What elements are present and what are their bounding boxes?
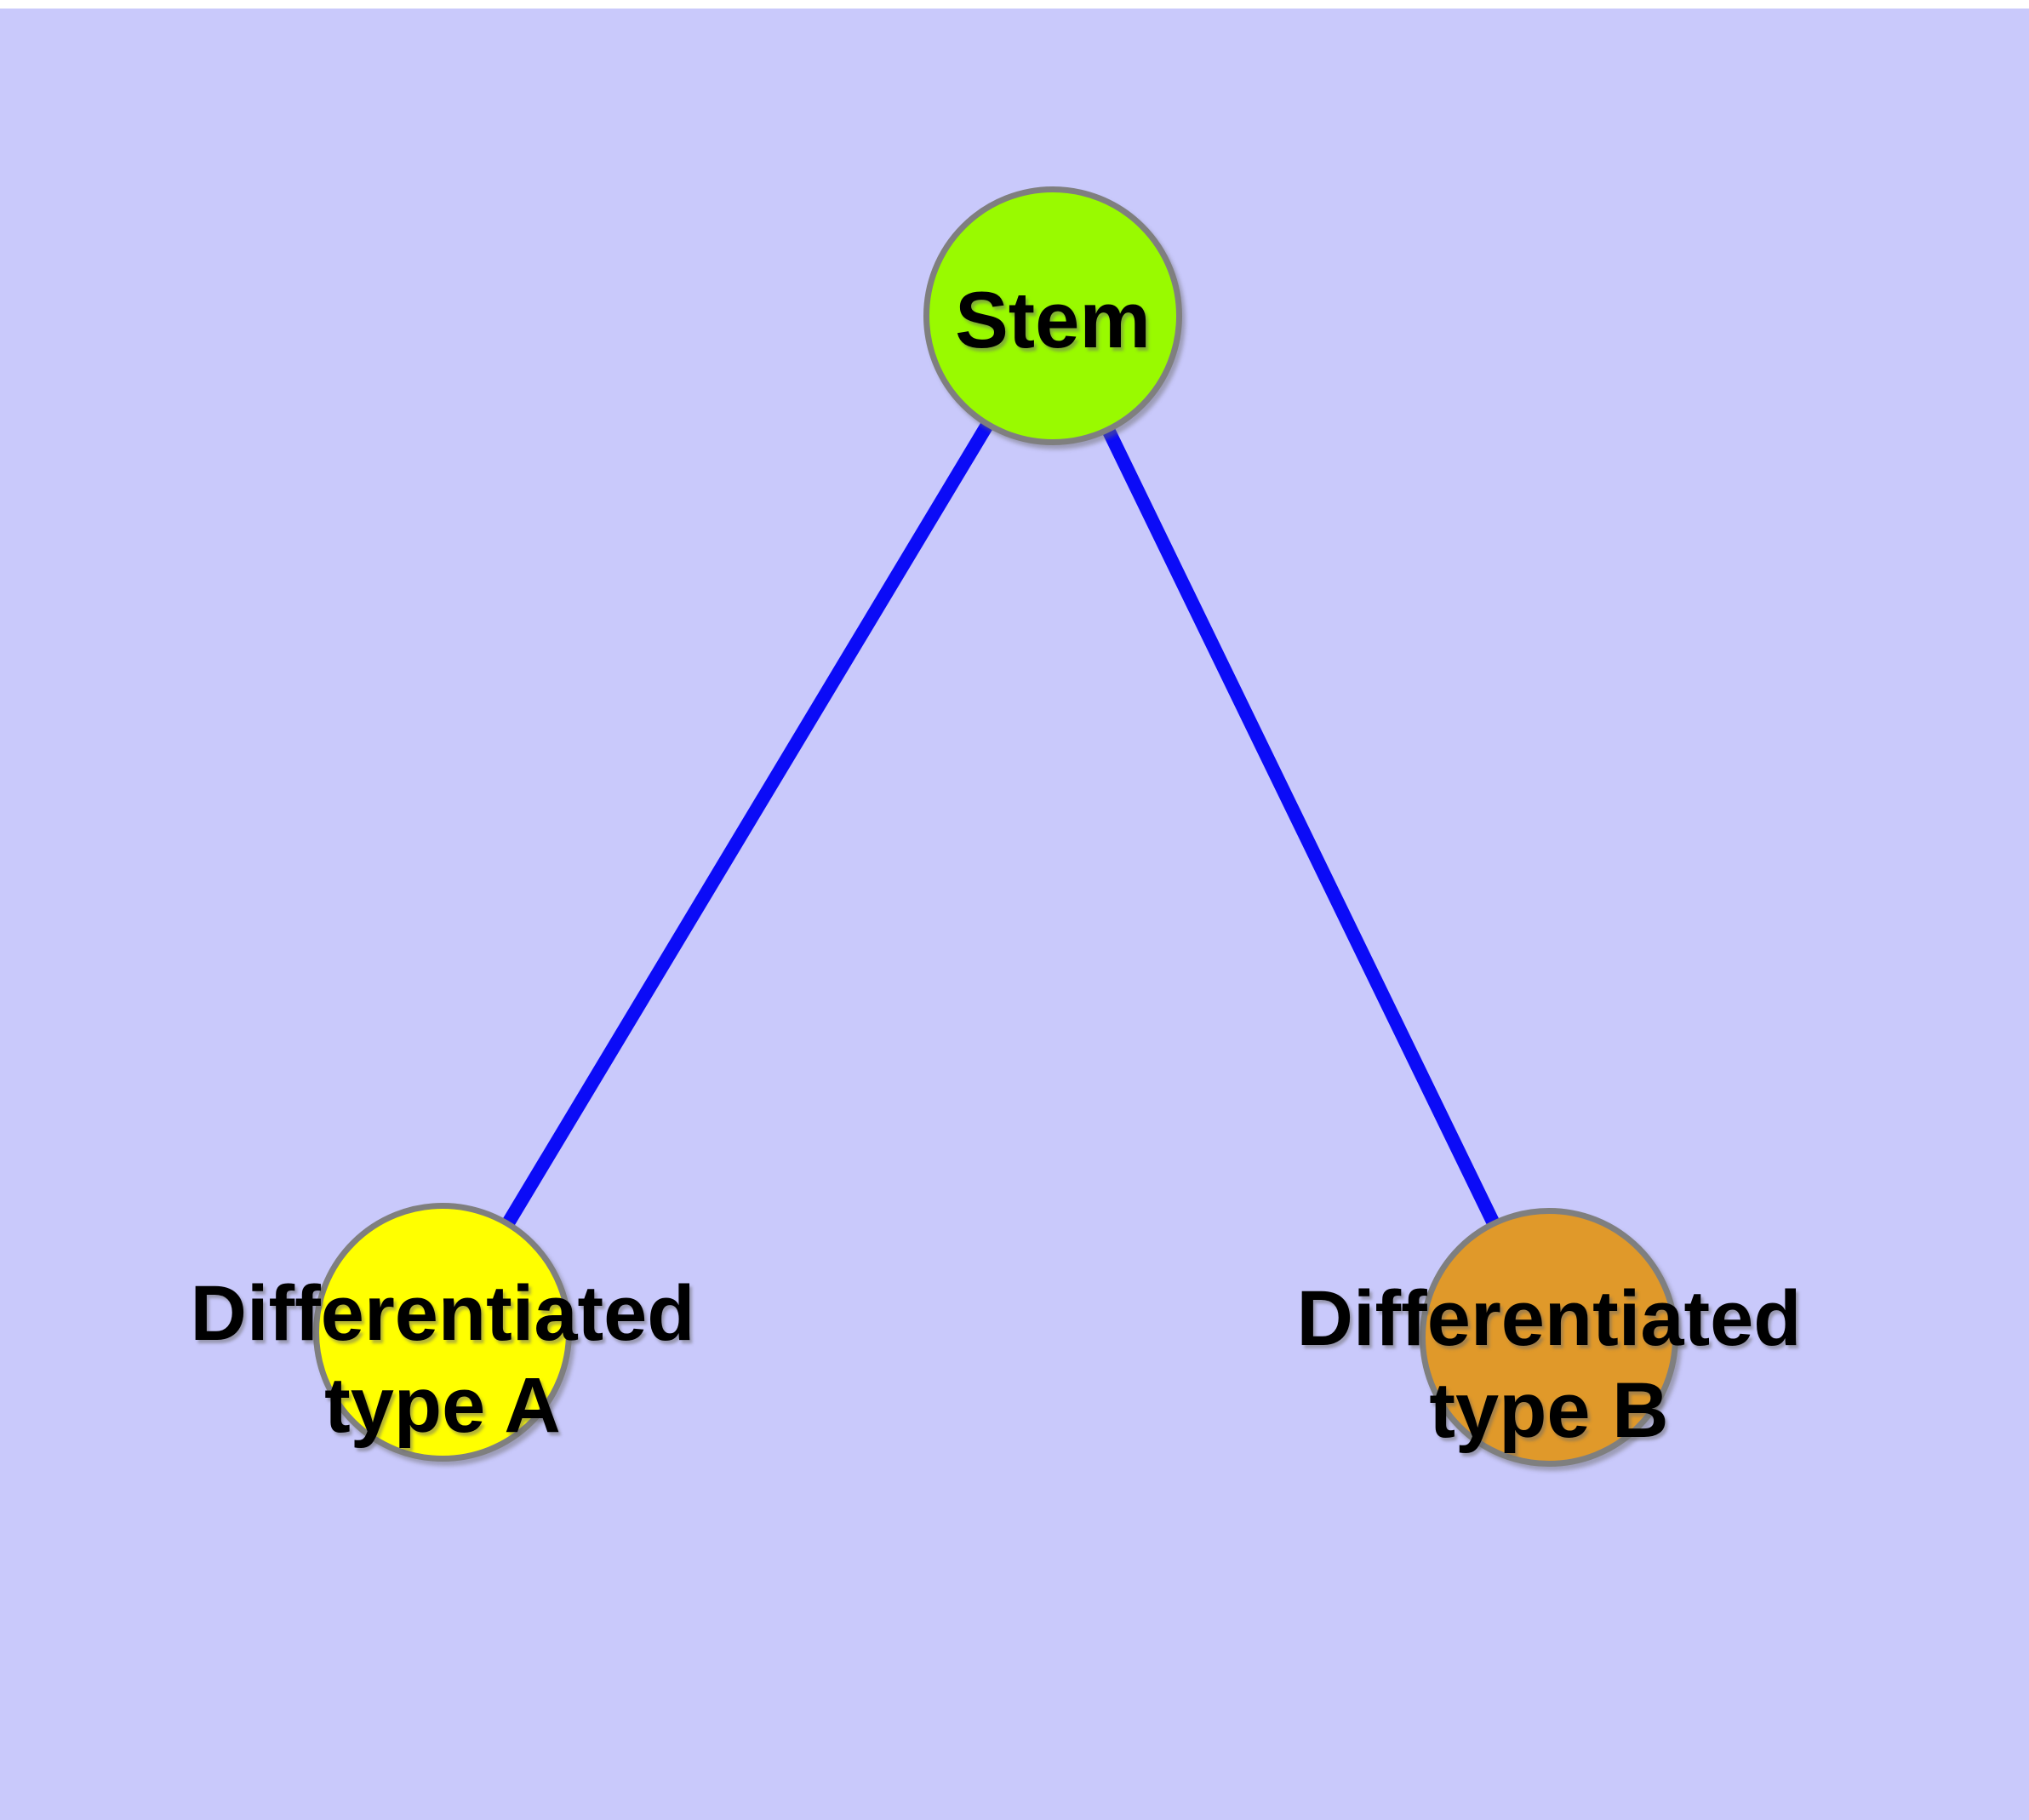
- node-differentiated-type-b[interactable]: Differentiated type B: [1297, 1208, 1801, 1467]
- edge-stem-to-type-a: [436, 309, 1060, 1339]
- node-stem[interactable]: Stem: [923, 186, 1182, 445]
- node-differentiated-type-a[interactable]: Differentiated type A: [191, 1203, 694, 1462]
- node-stem-label: Stem: [955, 275, 1151, 364]
- edge-stem-to-type-b: [1046, 309, 1556, 1344]
- window-top-strip: [0, 0, 2029, 9]
